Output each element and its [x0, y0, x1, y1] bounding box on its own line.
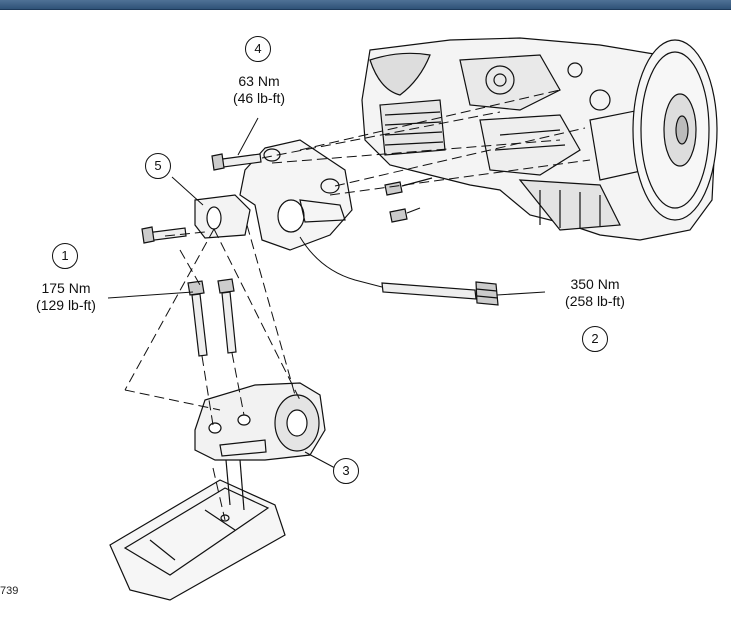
mount-plate	[194, 194, 251, 239]
alignment-lines	[124, 89, 591, 521]
torque-lbft-item-4: (46 lb-ft)	[232, 90, 286, 106]
callout-3: 3	[333, 458, 359, 484]
torque-label-item-4: 63 Nm (46 lb-ft)	[226, 73, 292, 107]
engine-bracket	[239, 139, 353, 251]
torque-nm-item-4: 63 Nm	[238, 73, 280, 89]
torque-lbft-item-1: (129 lb-ft)	[36, 297, 96, 313]
bolt-item-4	[211, 153, 262, 171]
callout-4: 4	[245, 36, 271, 62]
torque-label-item-1: 175 Nm (129 lb-ft)	[24, 280, 108, 314]
vertical-bolts-item-1	[187, 278, 237, 357]
leader-lines	[107, 117, 546, 469]
callout-1: 1	[52, 243, 78, 269]
engine-mount-item-3	[194, 382, 326, 461]
bolt-item-5	[141, 226, 187, 244]
torque-nm-item-1: 175 Nm	[41, 280, 91, 296]
through-bolt-item-2	[381, 281, 499, 306]
lower-tray	[109, 459, 286, 601]
torque-lbft-item-2: (258 lb-ft)	[565, 293, 625, 309]
torque-label-item-2: 350 Nm (258 lb-ft)	[550, 276, 640, 310]
torque-nm-item-2: 350 Nm	[570, 276, 620, 292]
small-bolts	[384, 177, 433, 223]
callout-2: 2	[582, 326, 608, 352]
figure-id: 739	[0, 585, 19, 597]
header-bar	[0, 0, 731, 10]
callout-5: 5	[145, 153, 171, 179]
